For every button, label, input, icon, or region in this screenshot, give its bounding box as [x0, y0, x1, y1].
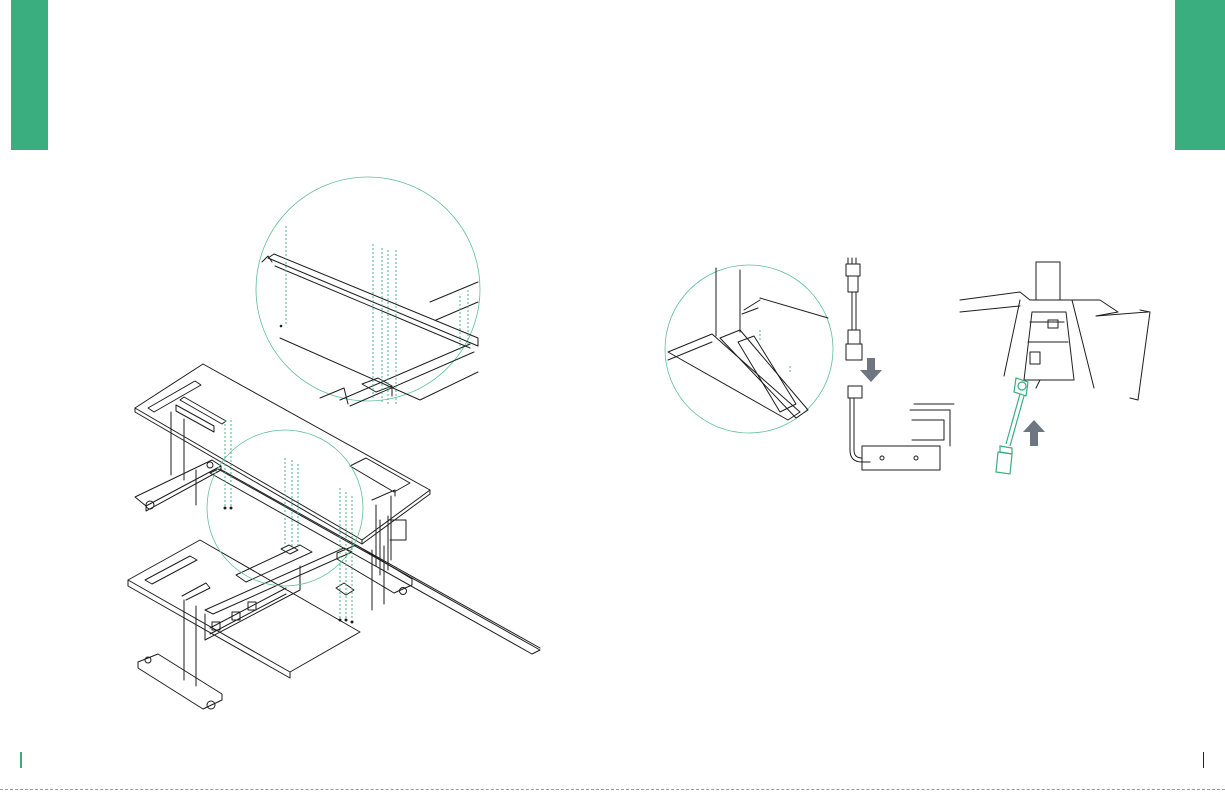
screws — [224, 325, 354, 624]
control-box-detail-circle — [665, 265, 833, 433]
left-detail-circle — [207, 177, 480, 586]
power-cable-illustration — [846, 258, 954, 470]
desk-assembly-illustration — [128, 364, 540, 709]
control-box-connect-illustration — [960, 262, 1150, 400]
highlighted-plug — [996, 378, 1028, 474]
